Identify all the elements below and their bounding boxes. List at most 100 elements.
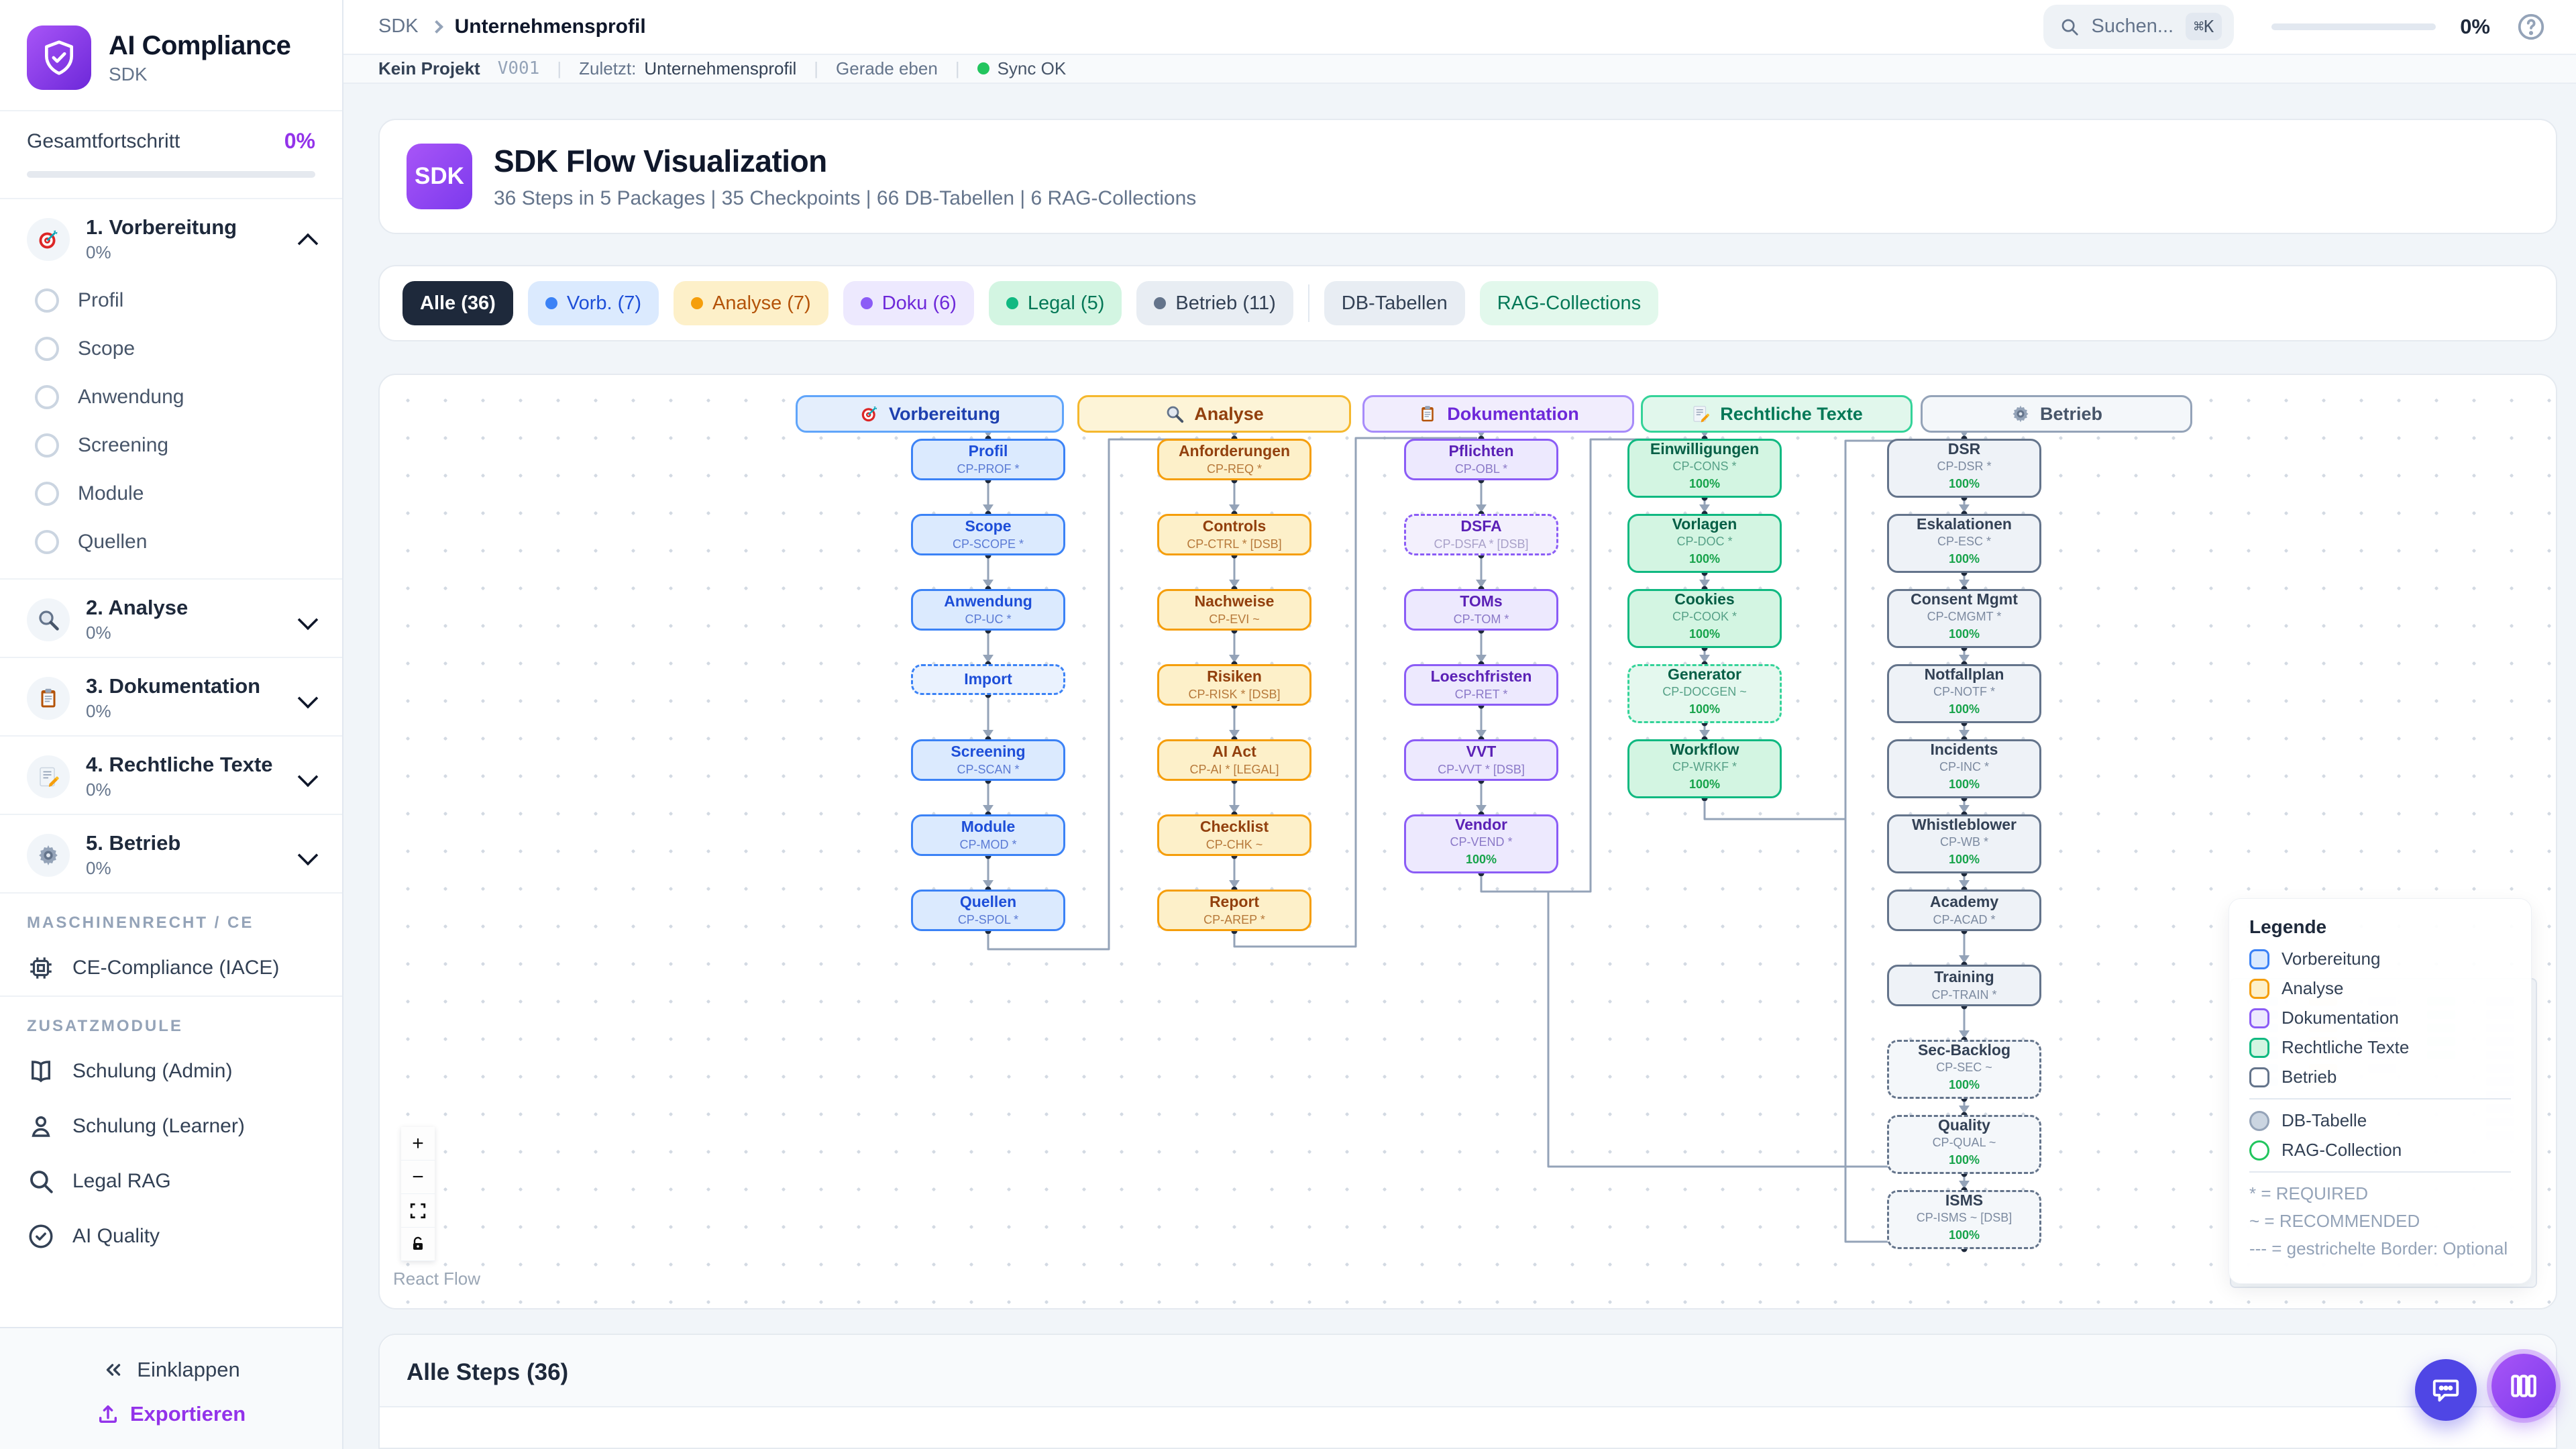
header-progress-value: 0% bbox=[2460, 14, 2490, 38]
lock-button[interactable] bbox=[401, 1228, 435, 1261]
filter-pill-alle-36-[interactable]: Alle (36) bbox=[402, 281, 513, 325]
filter-pill-db-tabellen[interactable]: DB-Tabellen bbox=[1324, 281, 1465, 325]
sidebar-item-schulung-admin-[interactable]: Schulung (Admin) bbox=[0, 1044, 342, 1099]
filter-pill-doku-6-[interactable]: Doku (6) bbox=[843, 281, 974, 325]
package-header-analyse[interactable]: Analyse bbox=[1077, 395, 1351, 433]
zoom-out-button[interactable]: − bbox=[401, 1161, 435, 1194]
flow-node-import[interactable]: Import bbox=[911, 664, 1065, 695]
sidebar-item-quellen[interactable]: Quellen bbox=[0, 518, 342, 566]
filter-pill-betrieb-11-[interactable]: Betrieb (11) bbox=[1136, 281, 1293, 325]
legend-title: Legende bbox=[2249, 916, 2327, 937]
step-status-circle-icon bbox=[35, 530, 59, 554]
sidebar-item-ai-quality[interactable]: AI Quality bbox=[0, 1209, 342, 1264]
search-shortcut-badge: ⌘K bbox=[2186, 13, 2222, 41]
last-value: Unternehmensprofil bbox=[644, 58, 797, 78]
step-status-circle-icon bbox=[35, 337, 59, 361]
package-header-legal[interactable]: Rechtliche Texte bbox=[1641, 395, 1913, 433]
legend-swatch-icon bbox=[2249, 1067, 2269, 1087]
zoom-in-button[interactable]: + bbox=[401, 1127, 435, 1161]
sidebar-item-schulung-learner-[interactable]: Schulung (Learner) bbox=[0, 1099, 342, 1154]
category-dot-icon bbox=[1006, 297, 1018, 309]
overall-progress: Gesamtfortschritt 0% bbox=[0, 111, 342, 198]
overall-progress-bar bbox=[27, 171, 315, 178]
flow-header-card: SDK SDK Flow Visualization 36 Steps in 5… bbox=[378, 119, 2557, 234]
panel-toggle-fab-button[interactable] bbox=[2491, 1354, 2556, 1418]
help-icon[interactable] bbox=[2516, 11, 2546, 42]
flow-canvas[interactable]: Legende Vorbereitung Analyse Dokumentation… bbox=[378, 374, 2557, 1309]
steps-title: Alle Steps (36) bbox=[407, 1359, 569, 1385]
sidebar-item-scope[interactable]: Scope bbox=[0, 325, 342, 373]
collapse-sidebar-button[interactable]: Einklappen bbox=[0, 1348, 342, 1391]
magnifier-icon bbox=[1165, 404, 1185, 424]
breadcrumb-sdk[interactable]: SDK bbox=[378, 15, 419, 38]
divider bbox=[0, 198, 342, 199]
chat-fab-button[interactable] bbox=[2415, 1359, 2477, 1421]
sidebar-item-profil[interactable]: Profil bbox=[0, 276, 342, 325]
target-icon bbox=[27, 217, 70, 261]
collapse-label: Einklappen bbox=[137, 1358, 240, 1381]
export-button[interactable]: Exportieren bbox=[0, 1391, 342, 1426]
app-title: AI Compliance bbox=[109, 30, 291, 60]
filter-pill-rag-collections[interactable]: RAG-Collections bbox=[1479, 281, 1659, 325]
filter-pill-legal-5-[interactable]: Legal (5) bbox=[988, 281, 1122, 325]
sidebar-group1-items: CE-Compliance (IACE) bbox=[0, 941, 342, 996]
sidebar-item-anwendung[interactable]: Anwendung bbox=[0, 373, 342, 421]
fit-view-button[interactable] bbox=[401, 1194, 435, 1228]
last-label: Zuletzt: bbox=[579, 58, 637, 78]
target-icon bbox=[859, 404, 879, 424]
sidebar-item-module[interactable]: Module bbox=[0, 470, 342, 518]
user-icon bbox=[27, 1112, 55, 1140]
package-header-betrieb[interactable]: Betrieb bbox=[1921, 395, 2192, 433]
package-header-doku[interactable]: Dokumentation bbox=[1362, 395, 1634, 433]
legend-note: --- = gestrichelte Border: Optional bbox=[2249, 1238, 2508, 1258]
sidebar-item-ce-compliance-iace-[interactable]: CE-Compliance (IACE) bbox=[0, 941, 342, 996]
filter-pill-analyse-7-[interactable]: Analyse (7) bbox=[674, 281, 828, 325]
package-header-vorb[interactable]: Vorbereitung bbox=[796, 395, 1064, 433]
search-button[interactable]: Suchen... ⌘K bbox=[2043, 4, 2235, 49]
sidebar-item-screening[interactable]: Screening bbox=[0, 421, 342, 470]
filter-pill-vorb-7-[interactable]: Vorb. (7) bbox=[527, 281, 659, 325]
legend-circle-icon bbox=[2249, 1140, 2269, 1161]
sidebar-item-legal-rag[interactable]: Legal RAG bbox=[0, 1154, 342, 1209]
